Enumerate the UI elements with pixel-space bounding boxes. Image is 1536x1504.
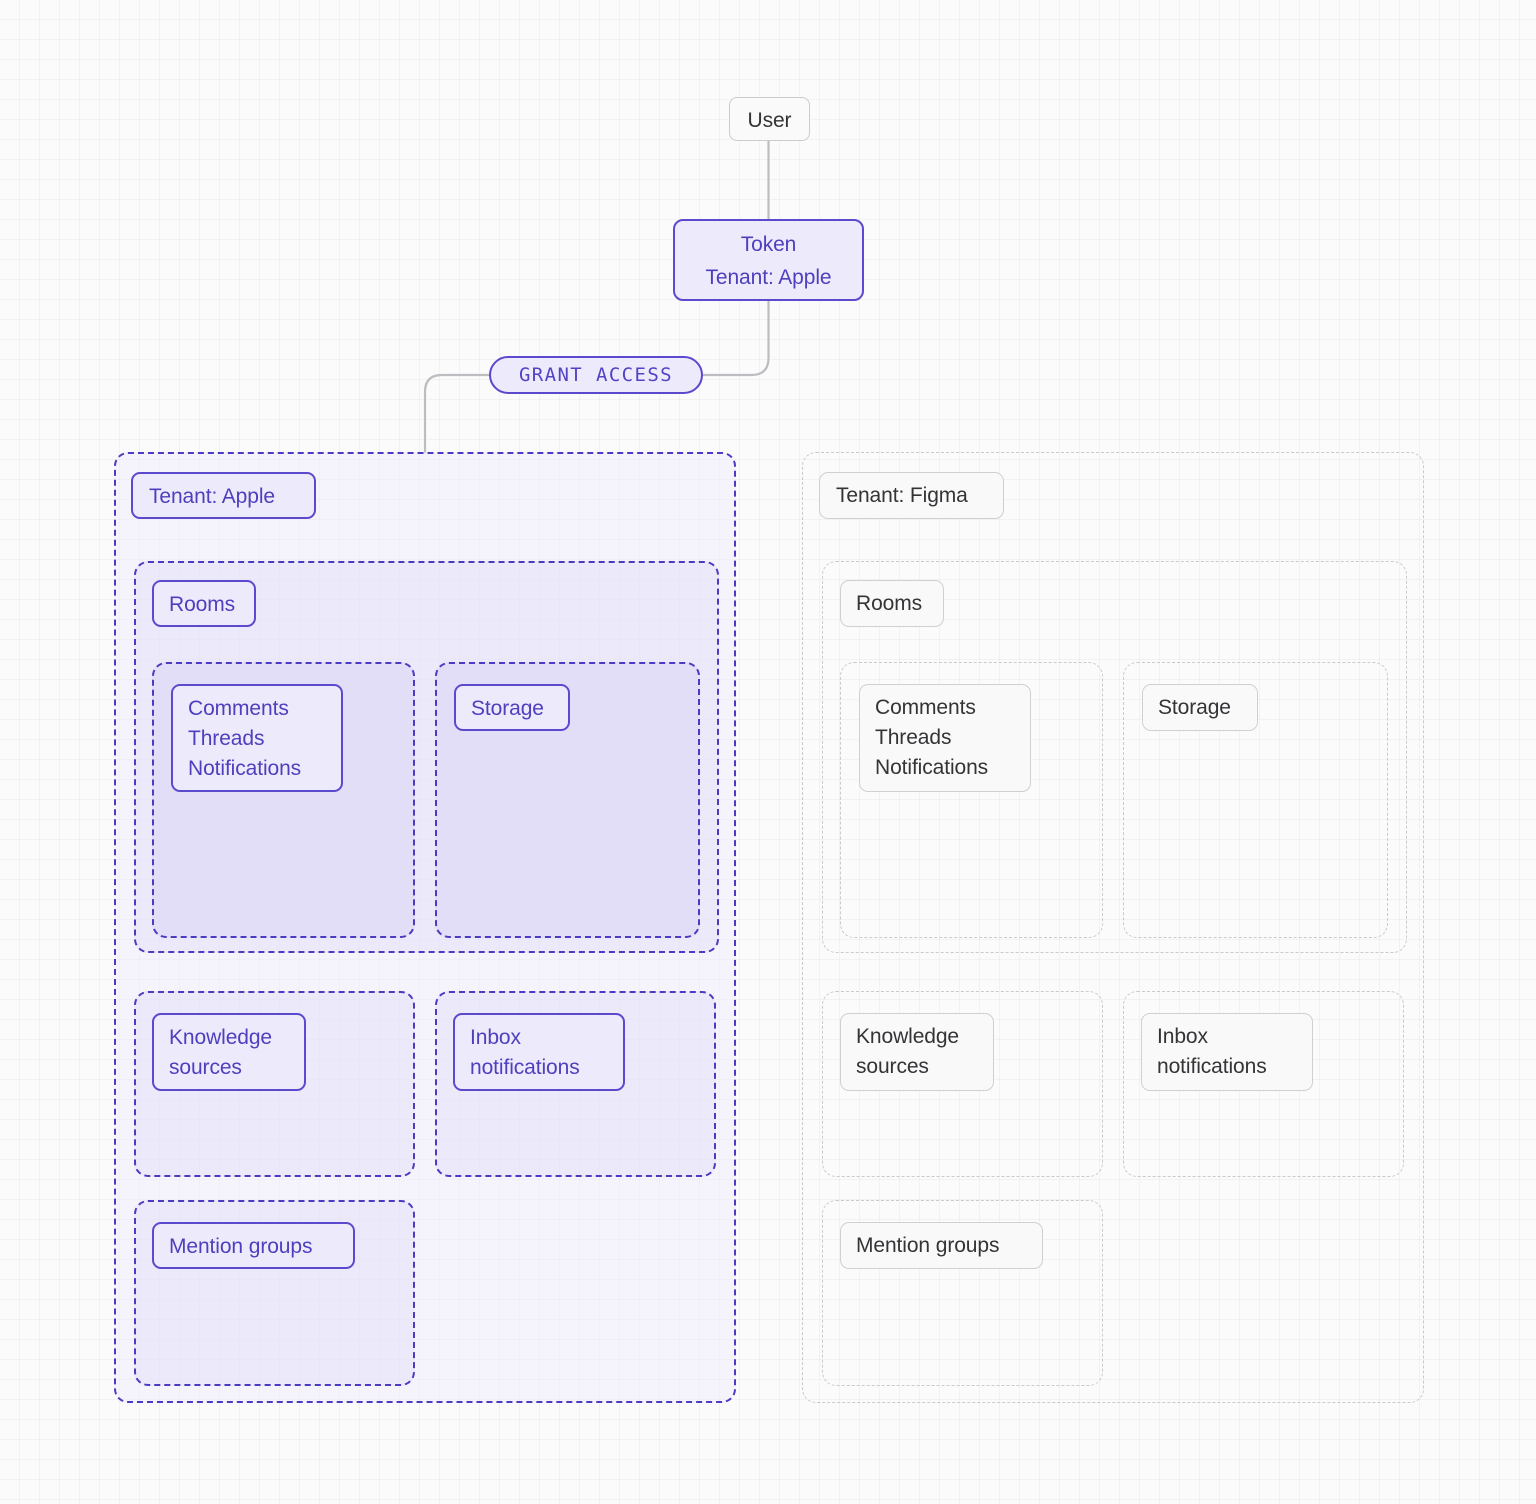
tenant-figma-label[interactable]: Tenant: Figma <box>819 472 1004 519</box>
node-token[interactable]: Token Tenant: Apple <box>673 219 864 301</box>
tenant-figma-container[interactable] <box>802 452 1424 1403</box>
tenant-figma-inbox-notifications-label[interactable]: Inbox notifications <box>1141 1013 1313 1091</box>
tenant-figma-mention-groups-group[interactable] <box>822 1200 1103 1386</box>
tenant-figma-rooms-group[interactable] <box>822 561 1407 953</box>
tenant-apple-inbox-notifications-label[interactable]: Inbox notifications <box>453 1013 625 1091</box>
tenant-figma-storage-label[interactable]: Storage <box>1142 684 1258 731</box>
tenant-apple-mention-groups-label[interactable]: Mention groups <box>152 1222 355 1269</box>
tenant-figma-inbox-notifications-group[interactable] <box>1123 991 1404 1177</box>
tenant-figma-knowledge-sources-label[interactable]: Knowledge sources <box>840 1013 994 1091</box>
node-user[interactable]: User <box>729 97 810 141</box>
tenant-apple-storage-label[interactable]: Storage <box>454 684 570 731</box>
node-grant-access[interactable]: GRANT ACCESS <box>489 356 703 394</box>
tenant-figma-rooms-label[interactable]: Rooms <box>840 580 944 627</box>
tenant-figma-mention-groups-label[interactable]: Mention groups <box>840 1222 1043 1269</box>
tenant-figma-room-comments-group[interactable] <box>840 662 1103 938</box>
tenant-apple-knowledge-sources-label[interactable]: Knowledge sources <box>152 1013 306 1091</box>
tenant-apple-label[interactable]: Tenant: Apple <box>131 472 316 519</box>
tenant-figma-comments-label[interactable]: Comments Threads Notifications <box>859 684 1031 792</box>
tenant-figma-knowledge-sources-group[interactable] <box>822 991 1103 1177</box>
tenant-apple-comments-label[interactable]: Comments Threads Notifications <box>171 684 343 792</box>
tenant-apple-rooms-label[interactable]: Rooms <box>152 580 256 627</box>
tenant-figma-room-storage-group[interactable] <box>1123 662 1388 938</box>
